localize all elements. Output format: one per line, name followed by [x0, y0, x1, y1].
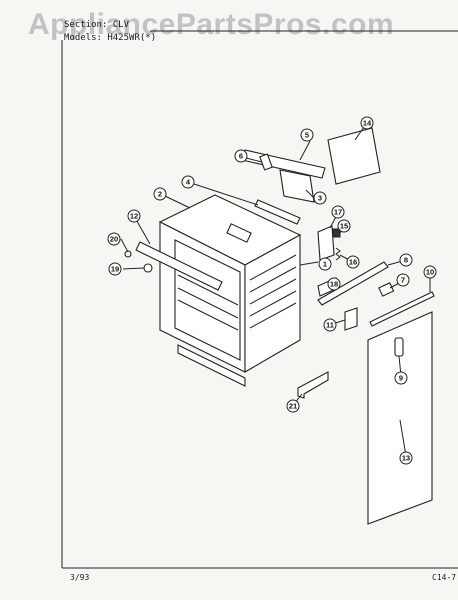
- callout-7: 7: [396, 273, 410, 287]
- callout-17-label: 17: [334, 208, 342, 217]
- callout-15: 15: [337, 219, 351, 233]
- callout-21-label: 21: [289, 402, 297, 411]
- callout-15-label: 15: [340, 222, 348, 231]
- callout-6-label: 6: [239, 152, 243, 161]
- hinge-bracket-part: [317, 225, 335, 261]
- callout-6: 6: [234, 149, 248, 163]
- section-label: Section: CLV: [64, 20, 130, 30]
- clip-part-6: [259, 153, 273, 171]
- callout-20: 20: [107, 232, 121, 246]
- callout-12-label: 12: [130, 212, 138, 221]
- callout-19: 19: [108, 262, 122, 276]
- callout-10-label: 10: [426, 268, 434, 277]
- callout-9: 9: [394, 371, 408, 385]
- callout-5: 5: [300, 128, 314, 142]
- callout-7-label: 7: [401, 276, 405, 285]
- callout-21: 21: [286, 399, 300, 413]
- callout-2-label: 2: [158, 190, 162, 199]
- callout-8-label: 8: [404, 256, 408, 265]
- callout-12: 12: [127, 209, 141, 223]
- side-rail-part: [135, 241, 223, 291]
- callout-2: 2: [153, 187, 167, 201]
- callout-17: 17: [331, 205, 345, 219]
- door-rail-part: [317, 261, 389, 306]
- door-trim-part: [369, 291, 435, 327]
- back-panel-part: [327, 127, 381, 185]
- watermark-logo: AppliancePartsPros.com: [28, 8, 395, 41]
- callout-18-label: 18: [330, 280, 338, 289]
- vent-panel-part: [279, 169, 315, 203]
- callout-9-label: 9: [399, 374, 403, 383]
- callout-11-label: 11: [326, 321, 334, 330]
- callout-18: 18: [327, 277, 341, 291]
- callout-16-label: 16: [349, 258, 357, 267]
- callout-16: 16: [346, 255, 360, 269]
- mount-plate-part: [344, 307, 358, 331]
- callout-11: 11: [323, 318, 337, 332]
- callout-3-label: 3: [318, 194, 322, 203]
- callout-13-label: 13: [402, 454, 410, 463]
- door-panel-part: [367, 311, 433, 525]
- floor-bracket-part: [297, 371, 329, 399]
- callout-1-label: 1: [323, 260, 327, 269]
- callout-10: 10: [423, 265, 437, 279]
- callout-20-label: 20: [110, 235, 118, 244]
- callout-8: 8: [399, 253, 413, 267]
- spring-part: [335, 247, 341, 261]
- callout-3: 3: [313, 191, 327, 205]
- footer-date: 3/93: [70, 573, 90, 582]
- callout-13: 13: [399, 451, 413, 465]
- models-label: Models: H425WR(*): [64, 33, 157, 43]
- callout-4-label: 4: [186, 178, 191, 187]
- callout-14-label: 14: [363, 119, 372, 128]
- callout-4: 4: [181, 175, 195, 189]
- callout-14: 14: [360, 116, 374, 130]
- callout-19-label: 19: [111, 265, 119, 274]
- footer-code: C14-7: [432, 573, 457, 582]
- callout-5-label: 5: [305, 131, 309, 140]
- callout-1: 1: [318, 257, 332, 271]
- oven-cavity: [158, 194, 302, 387]
